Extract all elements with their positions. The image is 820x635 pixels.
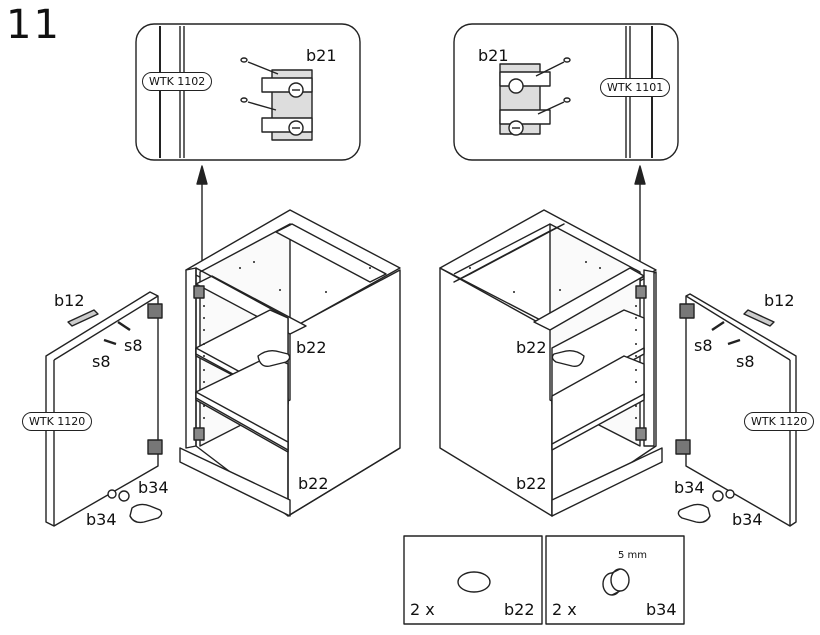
cabinet-right xyxy=(439,209,663,517)
parts-size-b34: 5 mm xyxy=(618,550,648,561)
label-b22-right-cabinet: b22 xyxy=(516,338,547,357)
label-b21-right: b21 xyxy=(478,46,509,65)
hand-icon-left-cabinet xyxy=(257,349,291,367)
hand-icon-left-door xyxy=(129,503,163,524)
hinge-plate-left xyxy=(240,57,313,141)
b34-bumper-icon xyxy=(602,568,630,596)
hinge-plate-right xyxy=(499,57,571,136)
parts-boxes xyxy=(403,535,685,625)
door-right xyxy=(675,293,797,527)
parts-label-b22: b22 xyxy=(504,600,535,619)
tag-wtk-1101: WTK 1101 xyxy=(600,78,671,97)
detail-callout-left xyxy=(135,23,361,161)
step-number: 11 xyxy=(6,2,61,48)
tag-wtk-1120-right: WTK 1120 xyxy=(744,412,815,431)
cabinet-left xyxy=(179,209,401,517)
label-s8-left-b: s8 xyxy=(92,352,111,371)
label-b22-left-cabinet-bottom: b22 xyxy=(298,474,329,493)
label-b21-left: b21 xyxy=(306,46,337,65)
label-b34-right-b: b34 xyxy=(732,510,763,529)
label-b12-left: b12 xyxy=(54,291,85,310)
detail-callout-right xyxy=(453,23,679,161)
label-b22-right-cabinet-bottom: b22 xyxy=(516,474,547,493)
label-b12-right: b12 xyxy=(764,291,795,310)
label-s8-left-a: s8 xyxy=(124,336,143,355)
hand-icon-right-door xyxy=(677,503,711,524)
hand-icon-right-cabinet xyxy=(551,349,585,367)
parts-count-b34: 2 x xyxy=(552,600,577,619)
label-s8-right-a: s8 xyxy=(694,336,713,355)
parts-count-b22: 2 x xyxy=(410,600,435,619)
label-b34-right-a: b34 xyxy=(674,478,705,497)
tag-wtk-1102: WTK 1102 xyxy=(142,72,213,91)
label-s8-right-b: s8 xyxy=(736,352,755,371)
parts-label-b34: b34 xyxy=(646,600,677,619)
label-b34-left-a: b34 xyxy=(138,478,169,497)
tag-wtk-1120-left: WTK 1120 xyxy=(22,412,93,431)
b22-pad-icon xyxy=(457,571,491,593)
label-b22-left-cabinet: b22 xyxy=(296,338,327,357)
label-b34-left-b: b34 xyxy=(86,510,117,529)
door-left xyxy=(45,291,163,527)
